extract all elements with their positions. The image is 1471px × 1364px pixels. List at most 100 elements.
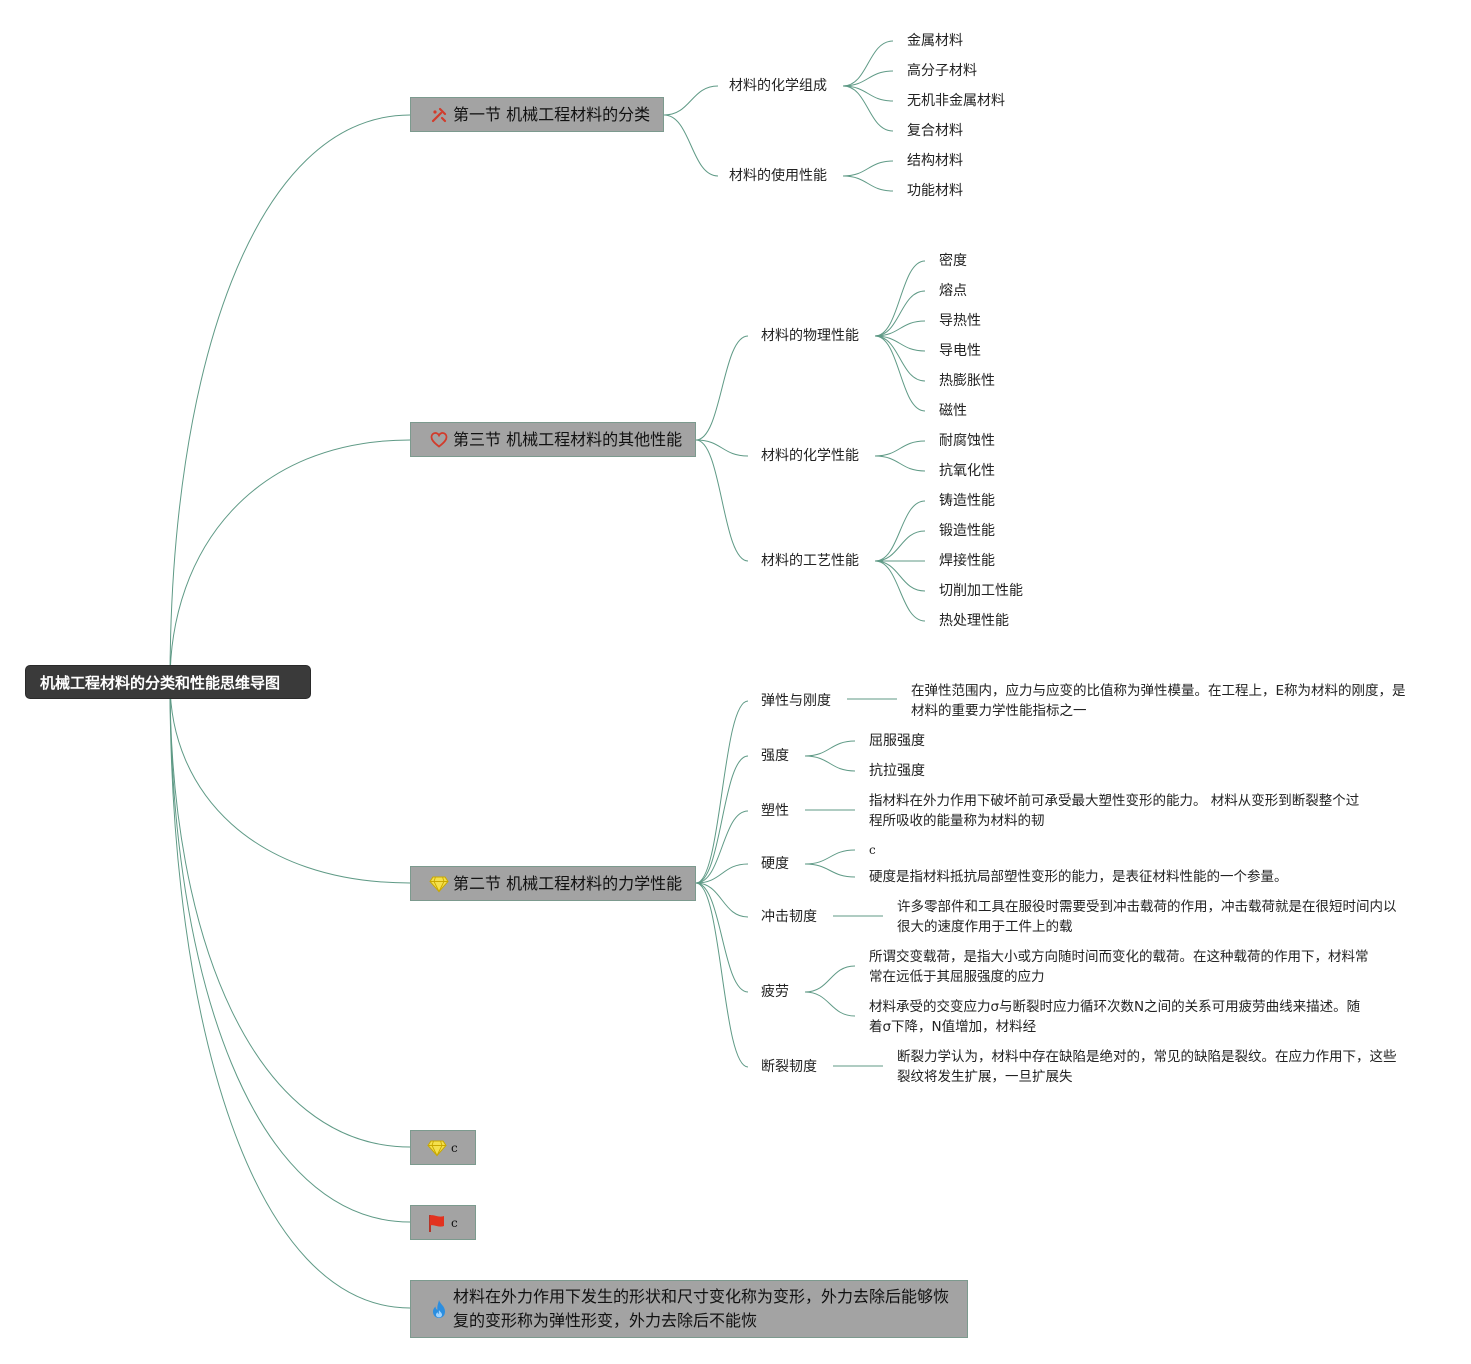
s2-group-elastic[interactable]: 弹性与刚度 — [761, 693, 831, 709]
s2-strength-item-1[interactable]: 抗拉强度 — [869, 763, 925, 779]
diamond-icon — [429, 874, 449, 894]
s1-group-chem[interactable]: 材料的化学组成 — [729, 78, 827, 94]
s1-chem-link-2 — [842, 85, 894, 102]
s2-group-link-5 — [695, 882, 749, 993]
s1-chem-item-1[interactable]: 高分子材料 — [907, 63, 977, 79]
s3-proc-link-4 — [874, 560, 926, 622]
heart-icon — [429, 430, 449, 450]
root-label: 机械工程材料的分类和性能思维导图 — [40, 673, 281, 692]
s1-use-item-1[interactable]: 功能材料 — [907, 183, 963, 199]
s2-group-link-1 — [695, 755, 749, 884]
section-2-node[interactable]: 第二节 机械工程材料的力学性能 — [410, 866, 696, 901]
s2-fatigue-text-1: 材料承受的交变应力σ与断裂时应力循环次数N之间的关系可用疲劳曲线来描述。随着σ下… — [869, 999, 1361, 1035]
s1-chem-link-1 — [842, 70, 894, 87]
s1-to-chem — [663, 85, 719, 116]
s2-group-strength[interactable]: 强度 — [761, 748, 789, 764]
s2-plastic-text: 指材料在外力作用下破坏前可承受最大塑性变形的能力。 材料从变形到断裂整个过程所吸… — [869, 793, 1360, 829]
s3-phys-item-1[interactable]: 熔点 — [939, 283, 967, 299]
node-4[interactable]: c — [410, 1130, 476, 1165]
s1-chem-item-2[interactable]: 无机非金属材料 — [907, 93, 1005, 109]
s1-use-item-0[interactable]: 结构材料 — [907, 153, 963, 169]
root-to-node-5 — [169, 681, 411, 1223]
s2-strength-item-0[interactable]: 屈服强度 — [869, 733, 925, 749]
s2-strength-link-1 — [804, 755, 856, 772]
s1-group-use[interactable]: 材料的使用性能 — [729, 168, 827, 184]
flag-icon — [427, 1213, 447, 1233]
s3-to-proc — [695, 439, 749, 562]
s2-group-hard[interactable]: 硬度 — [761, 856, 789, 872]
s3-to-phys — [695, 335, 749, 441]
section-1-label: 第一节 机械工程材料的分类 — [453, 104, 651, 124]
s3-phys-item-3[interactable]: 导电性 — [939, 343, 981, 359]
s3-proc-item-2[interactable]: 焊接性能 — [939, 553, 995, 569]
fire-icon — [429, 1299, 449, 1319]
root-to-node-6 — [169, 681, 411, 1309]
s3-to-chem — [695, 439, 749, 457]
s1-chem-link-3 — [842, 85, 894, 132]
s3-phys-item-4[interactable]: 热膨胀性 — [939, 373, 995, 389]
s1-chem-item-3[interactable]: 复合材料 — [907, 123, 963, 139]
root-to-section-2 — [169, 681, 411, 884]
s2-group-impact[interactable]: 冲击韧度 — [761, 909, 817, 925]
s2-group-link-6 — [695, 882, 749, 1068]
s2-group-link-2 — [695, 810, 749, 884]
node-5[interactable]: c — [410, 1205, 476, 1240]
s2-group-plastic[interactable]: 塑性 — [761, 803, 789, 819]
s3-proc-item-3[interactable]: 切削加工性能 — [939, 583, 1023, 599]
s3-chem-item-0[interactable]: 耐腐蚀性 — [939, 433, 995, 449]
s3-group-chem[interactable]: 材料的化学性能 — [761, 448, 859, 464]
s2-group-link-3 — [695, 863, 749, 884]
section-2-label: 第二节 机械工程材料的力学性能 — [453, 873, 683, 893]
section-3-node[interactable]: 第三节 机械工程材料的其他性能 — [410, 422, 696, 457]
s2-elastic-text: 在弹性范围内，应力与应变的比值称为弹性模量。在工程上，E称为材料的刚度，是材料的… — [911, 683, 1406, 719]
s2-fatigue-link-1 — [804, 991, 856, 1017]
s3-chem-link-1 — [874, 455, 926, 472]
s2-fatigue-text-0: 所谓交变载荷，是指大小或方向随时间而变化的载荷。在这种载荷的作用下，材料常常在远… — [869, 949, 1369, 985]
node-4-label: c — [451, 1140, 458, 1155]
s3-proc-item-0[interactable]: 铸造性能 — [939, 493, 995, 509]
s3-group-phys[interactable]: 材料的物理性能 — [761, 328, 859, 344]
s1-to-use — [663, 114, 719, 177]
s3-group-proc[interactable]: 材料的工艺性能 — [761, 553, 859, 569]
s3-proc-item-1[interactable]: 锻造性能 — [939, 523, 995, 539]
s2-hard-link-1 — [804, 863, 856, 878]
root-node[interactable]: 机械工程材料的分类和性能思维导图 — [25, 665, 311, 699]
s3-phys-link-4 — [874, 335, 926, 382]
s3-phys-item-2[interactable]: 导热性 — [939, 313, 981, 329]
s2-hard-link-0 — [804, 849, 856, 865]
diamond-icon — [427, 1138, 447, 1158]
s3-phys-link-3 — [874, 335, 926, 352]
root-to-section-3 — [169, 439, 411, 683]
s3-phys-item-5[interactable]: 磁性 — [939, 403, 967, 419]
s1-chem-link-0 — [842, 40, 894, 87]
s3-phys-link-1 — [874, 290, 926, 337]
s2-hard-item-0[interactable]: c — [869, 843, 876, 857]
s3-phys-link-2 — [874, 320, 926, 337]
s1-chem-item-0[interactable]: 金属材料 — [907, 33, 963, 49]
s2-fatigue-link-0 — [804, 965, 856, 993]
node-6[interactable]: 材料在外力作用下发生的形状和尺寸变化称为变形，外力去除后能够恢复的变形称为弹性形… — [410, 1280, 968, 1338]
s3-proc-link-1 — [874, 530, 926, 562]
node-6-label: 材料在外力作用下发生的形状和尺寸变化称为变形，外力去除后能够恢复的变形称为弹性形… — [453, 1287, 950, 1330]
s3-proc-item-4[interactable]: 热处理性能 — [939, 613, 1009, 629]
section-1-node[interactable]: 第一节 机械工程材料的分类 — [410, 97, 664, 132]
s2-hard-text: 硬度是指材料抵抗局部塑性变形的能力，是表征材料性能的一个参量。 — [869, 869, 1288, 885]
node-5-label: c — [451, 1215, 458, 1230]
s3-chem-link-0 — [874, 440, 926, 457]
s2-fracture-text: 断裂力学认为，材料中存在缺陷是绝对的，常见的缺陷是裂纹。在应力作用下，这些裂纹将… — [897, 1049, 1397, 1085]
s3-phys-link-0 — [874, 260, 926, 337]
s2-impact-text: 许多零部件和工具在服役时需要受到冲击载荷的作用，冲击载荷就是在很短时间内以很大的… — [897, 899, 1397, 935]
s2-group-link-4 — [695, 882, 749, 918]
s2-group-fatigue[interactable]: 疲劳 — [761, 984, 789, 1000]
s2-group-fracture[interactable]: 断裂韧度 — [761, 1059, 817, 1075]
s3-phys-link-5 — [874, 335, 926, 412]
root-to-node-4 — [169, 681, 411, 1148]
s2-group-link-0 — [695, 700, 749, 884]
root-to-section-1 — [169, 114, 411, 683]
s3-proc-link-3 — [874, 560, 926, 592]
s1-use-link-1 — [842, 175, 894, 192]
s3-chem-item-1[interactable]: 抗氧化性 — [939, 463, 995, 479]
s3-phys-item-0[interactable]: 密度 — [939, 253, 967, 269]
